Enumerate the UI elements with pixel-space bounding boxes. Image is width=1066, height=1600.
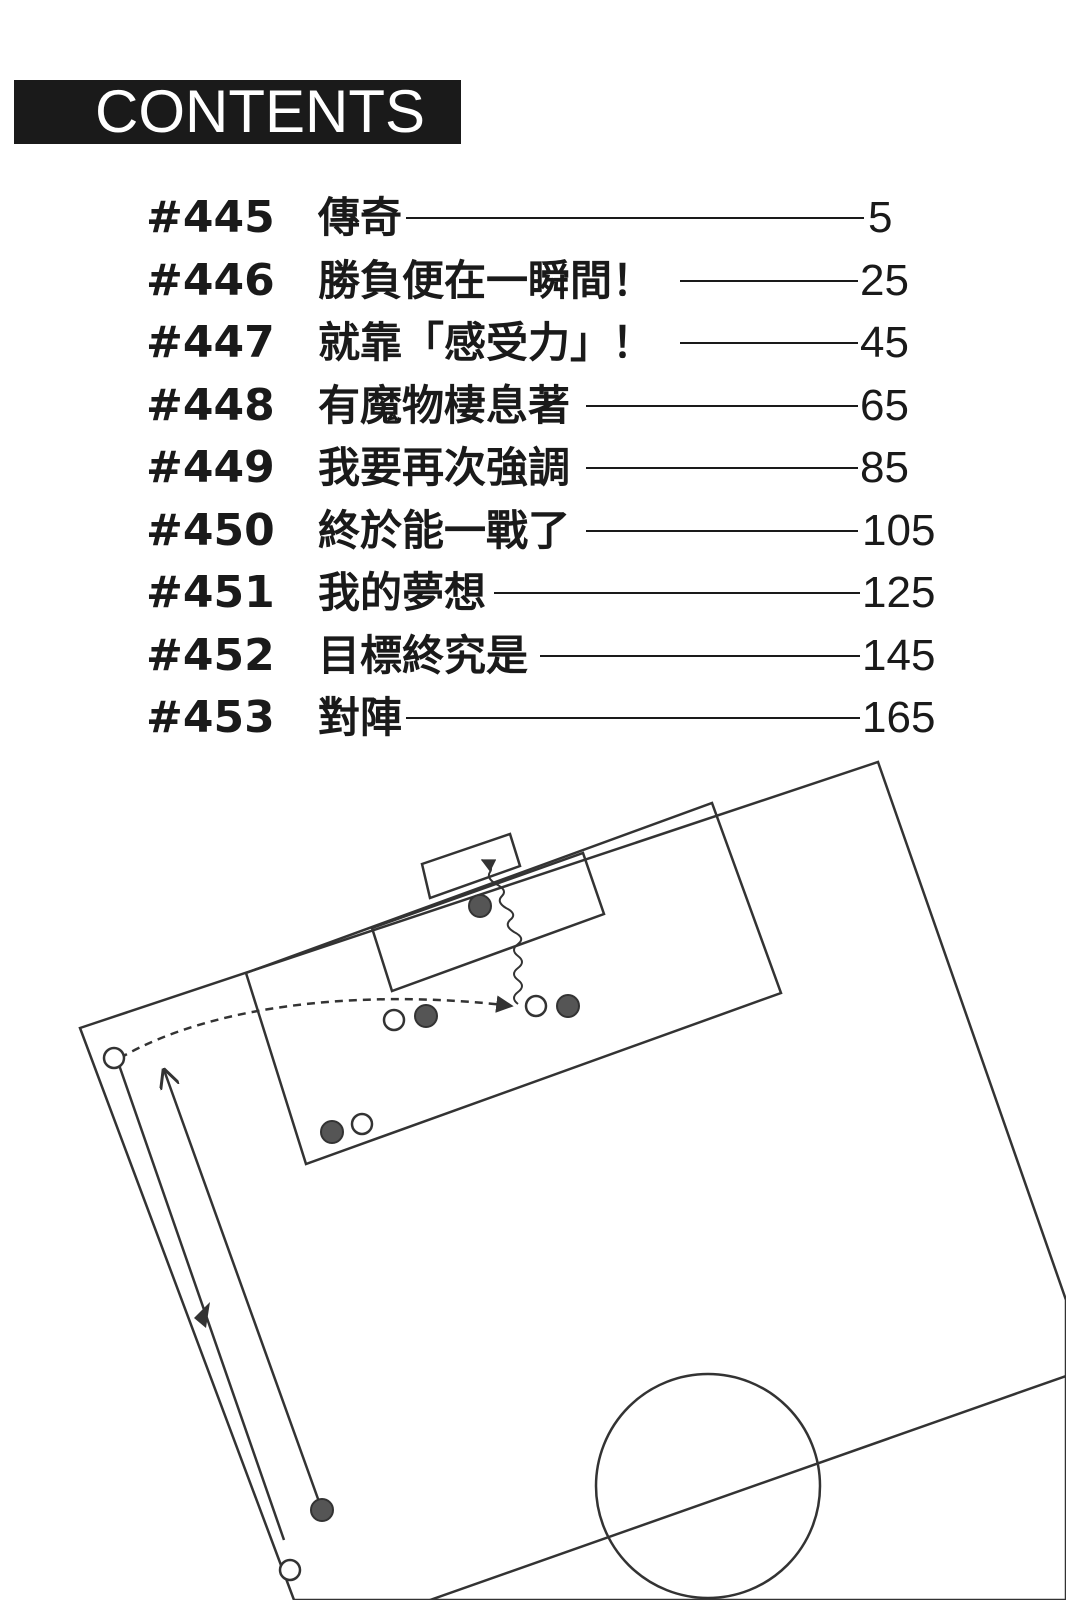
toc-item[interactable]: #445 傳奇 5 (0, 186, 1066, 250)
chapter-number: #446 (146, 255, 275, 306)
cross-pass-arrow (119, 995, 514, 1060)
chapter-number: #448 (146, 380, 275, 431)
chapter-number: #452 (146, 630, 275, 681)
page-number: 85 (860, 443, 909, 492)
chapter-number: #449 (146, 442, 275, 493)
page-number: 25 (860, 256, 909, 305)
toc-item[interactable]: #446 勝負便在一瞬間！ 25 (0, 249, 1066, 313)
center-circle (594, 1372, 822, 1600)
dot-leader (406, 717, 860, 719)
chapter-title: 對陣 (318, 693, 403, 742)
chapter-title: 勝負便在一瞬間！ (318, 256, 655, 305)
chapter-title: 就靠「感受力」！ (318, 318, 655, 367)
dot-leader (586, 467, 858, 469)
toc-item[interactable]: #451 我的夢想 125 (0, 561, 1066, 625)
page-number: 65 (860, 381, 909, 430)
run-arrowhead-icon (194, 1302, 210, 1328)
player-filled-circle (310, 1498, 334, 1522)
toc-item[interactable]: #453 對陣 165 (0, 686, 1066, 750)
page-number: 165 (862, 693, 936, 742)
dribble-arrow (480, 859, 523, 1005)
dot-leader (680, 280, 858, 282)
player-open-circle (524, 994, 548, 1018)
toc-item[interactable]: #447 就靠「感受力」！ 45 (0, 311, 1066, 375)
chapter-title: 我的夢想 (318, 568, 487, 617)
toc-item[interactable]: #449 我要再次強調 85 (0, 436, 1066, 500)
chapter-title: 我要再次強調 (318, 443, 571, 492)
player-filled-circle (556, 994, 580, 1018)
dot-leader (406, 217, 864, 219)
chapter-title: 終於能一戰了 (318, 506, 571, 555)
player-filled-circle (320, 1120, 344, 1144)
pitch-boundary (78, 760, 1066, 1600)
dot-leader (680, 342, 858, 344)
player-open-circle (350, 1112, 374, 1136)
dot-leader (494, 592, 860, 594)
page-number: 45 (860, 318, 909, 367)
player-open-circle (278, 1558, 302, 1582)
goal (420, 832, 522, 900)
dot-leader (586, 530, 858, 532)
goal-area (370, 851, 606, 993)
page-number: 145 (862, 631, 936, 680)
wing-run-line (116, 1061, 286, 1541)
contents-title: CONTENTS (95, 78, 425, 145)
chapter-title: 目標終究是 (318, 631, 529, 680)
table-of-contents: #445 傳奇 5 #446 勝負便在一瞬間！ 25 #447 就靠「感受力」！… (0, 0, 1066, 780)
soccer-field-diagram (78, 760, 1066, 1600)
page-number: 105 (862, 506, 936, 555)
halfway-line (429, 1374, 1066, 1600)
chapter-title: 有魔物棲息著 (318, 381, 571, 430)
contents-header-bar (14, 80, 461, 144)
toc-item[interactable]: #450 終於能一戰了 105 (0, 499, 1066, 563)
toc-item[interactable]: #448 有魔物棲息著 65 (0, 374, 1066, 438)
player-filled-circle (414, 1004, 438, 1028)
chapter-number: #451 (146, 567, 275, 618)
chapter-title: 傳奇 (318, 193, 403, 242)
player-filled-circle (468, 894, 492, 918)
chapter-number: #447 (146, 317, 275, 368)
chapter-number: #453 (146, 692, 275, 743)
chapter-number: #450 (146, 505, 275, 556)
player-open-circle (382, 1008, 406, 1032)
player-open-circle (102, 1046, 126, 1070)
page-number: 125 (862, 568, 936, 617)
toc-item[interactable]: #452 目標終究是 145 (0, 624, 1066, 688)
chapter-number: #445 (146, 192, 275, 243)
dot-leader (540, 655, 860, 657)
penalty-area (244, 801, 783, 1166)
overlap-run-arrow (164, 1070, 324, 1511)
dot-leader (586, 405, 858, 407)
page-number: 5 (868, 193, 893, 242)
